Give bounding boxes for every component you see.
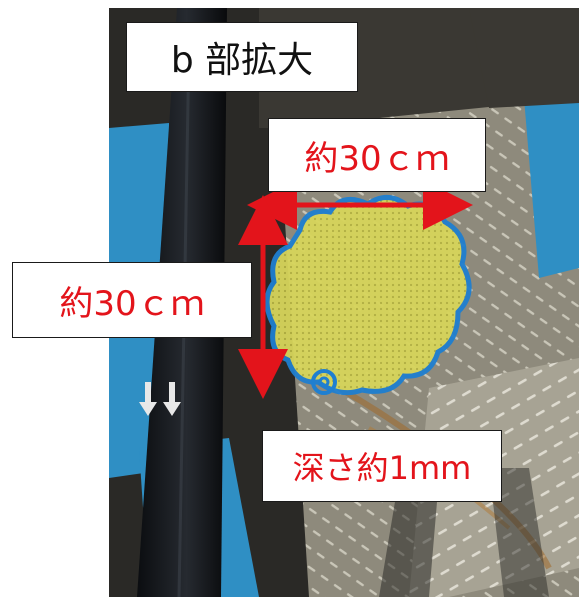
blue-frame-right [524,96,579,278]
height-label: 約30ｃｍ [12,262,252,338]
shadow-stripe [379,478,439,597]
shadow-stripe [489,468,549,597]
double-down-arrow-icon [139,382,181,416]
spiral-icon [311,369,337,395]
width-label: 約30ｃｍ [268,118,486,192]
section-title-text: b 部拡大 [170,40,314,81]
height-label-text: 約30ｃｍ [59,283,205,324]
section-title-label: b 部拡大 [126,22,358,92]
width-label-text: 約30ｃｍ [304,138,450,179]
photo-upper-right [469,8,579,108]
depth-label: 深さ約1mm [262,430,502,502]
depth-label-text: 深さ約1mm [292,449,472,487]
corrosion-area-cloud [264,195,472,396]
